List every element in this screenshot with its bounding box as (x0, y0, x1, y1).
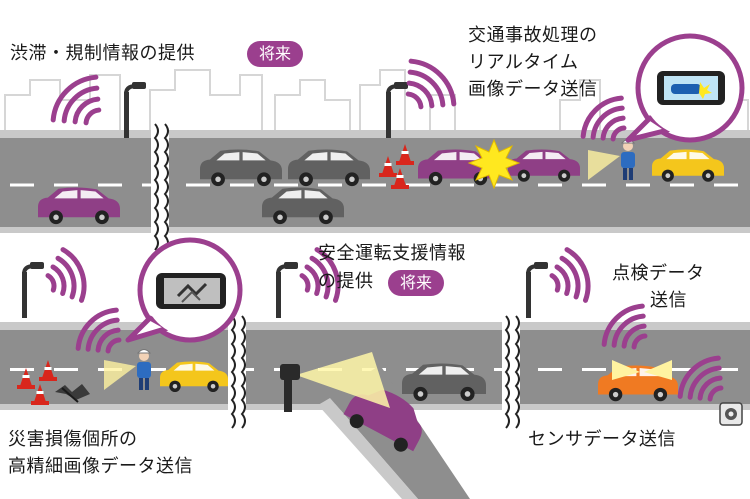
accident-label-line1: 交通事故処理の (468, 25, 598, 46)
patrol-car-yellow (652, 149, 724, 182)
roadside-camera-icon (280, 352, 390, 412)
road-damage-icon (55, 384, 90, 403)
speech-bubble-accident (625, 33, 745, 143)
street-lamp-icon (386, 82, 408, 138)
break-mark (228, 315, 246, 429)
accident-label-line2: リアルタイム (468, 52, 579, 73)
traffic-worker-icon (104, 349, 152, 390)
traffic-cone-icon (391, 168, 409, 189)
car-purple (38, 187, 120, 225)
street-lamp-icon (124, 82, 146, 138)
break-mark (502, 315, 520, 429)
accident-label-line3: 画像データ送信 (468, 79, 598, 100)
street-lamp-icon (22, 262, 44, 318)
sensor-icon (719, 402, 743, 426)
safety-label-line1: 安全運転支援情報 (318, 243, 466, 264)
road-break-marks (151, 123, 520, 429)
signal-waves-icon (580, 95, 627, 142)
vehicles (38, 149, 724, 452)
signal-waves-icon (50, 74, 102, 126)
signal-waves-icon (677, 355, 724, 402)
signal-waves-icon (299, 247, 341, 303)
street-lamps (22, 82, 548, 318)
expressway-top (0, 130, 750, 233)
traffic-cone-icon (17, 368, 35, 389)
future-badge-congestion: 将来 (247, 41, 304, 67)
car-purple-ramp (343, 389, 422, 452)
signal-waves-icon (405, 58, 457, 110)
future-badge-safety: 将来 (388, 270, 445, 296)
signal-waves-icon (601, 303, 648, 350)
street-lamp-icon (526, 262, 548, 318)
signal-waves-icon (549, 247, 591, 303)
car-purple-crashed (508, 149, 580, 182)
traffic-cone-icon (39, 360, 57, 381)
traffic-workers (104, 139, 636, 390)
speech-bubble-disaster (125, 237, 243, 343)
car-gray (288, 149, 370, 187)
signal-waves-icon (75, 307, 122, 354)
signal-waves-icon (45, 247, 87, 303)
traffic-cones (17, 144, 414, 405)
inspection-label-line2: 送信 (650, 290, 687, 311)
street-lamp-icon (276, 262, 298, 318)
car-gray (262, 187, 344, 225)
collision-burst-icon (467, 138, 521, 190)
traffic-cone-icon (379, 156, 397, 177)
disaster-label-line1: 災害損傷個所の (8, 429, 138, 450)
break-mark (151, 123, 169, 251)
disaster-label-line2: 高精細画像データ送信 (8, 456, 193, 477)
traffic-cone-icon (396, 144, 414, 165)
inspection-label-line1: 点検データ (612, 263, 705, 284)
safety-label-line2: の提供 (318, 271, 374, 292)
congestion-info-label: 渋滞・規制情報の提供 (10, 43, 195, 64)
traffic-cone-icon (31, 384, 49, 405)
inspection-beams (612, 360, 672, 380)
traffic-worker-icon (588, 139, 636, 180)
wireless-signals (45, 58, 724, 402)
sensor-label: センサデータ送信 (528, 429, 676, 450)
patrol-car-yellow (160, 361, 228, 392)
car-gray (402, 363, 486, 402)
car-gray (200, 149, 282, 187)
